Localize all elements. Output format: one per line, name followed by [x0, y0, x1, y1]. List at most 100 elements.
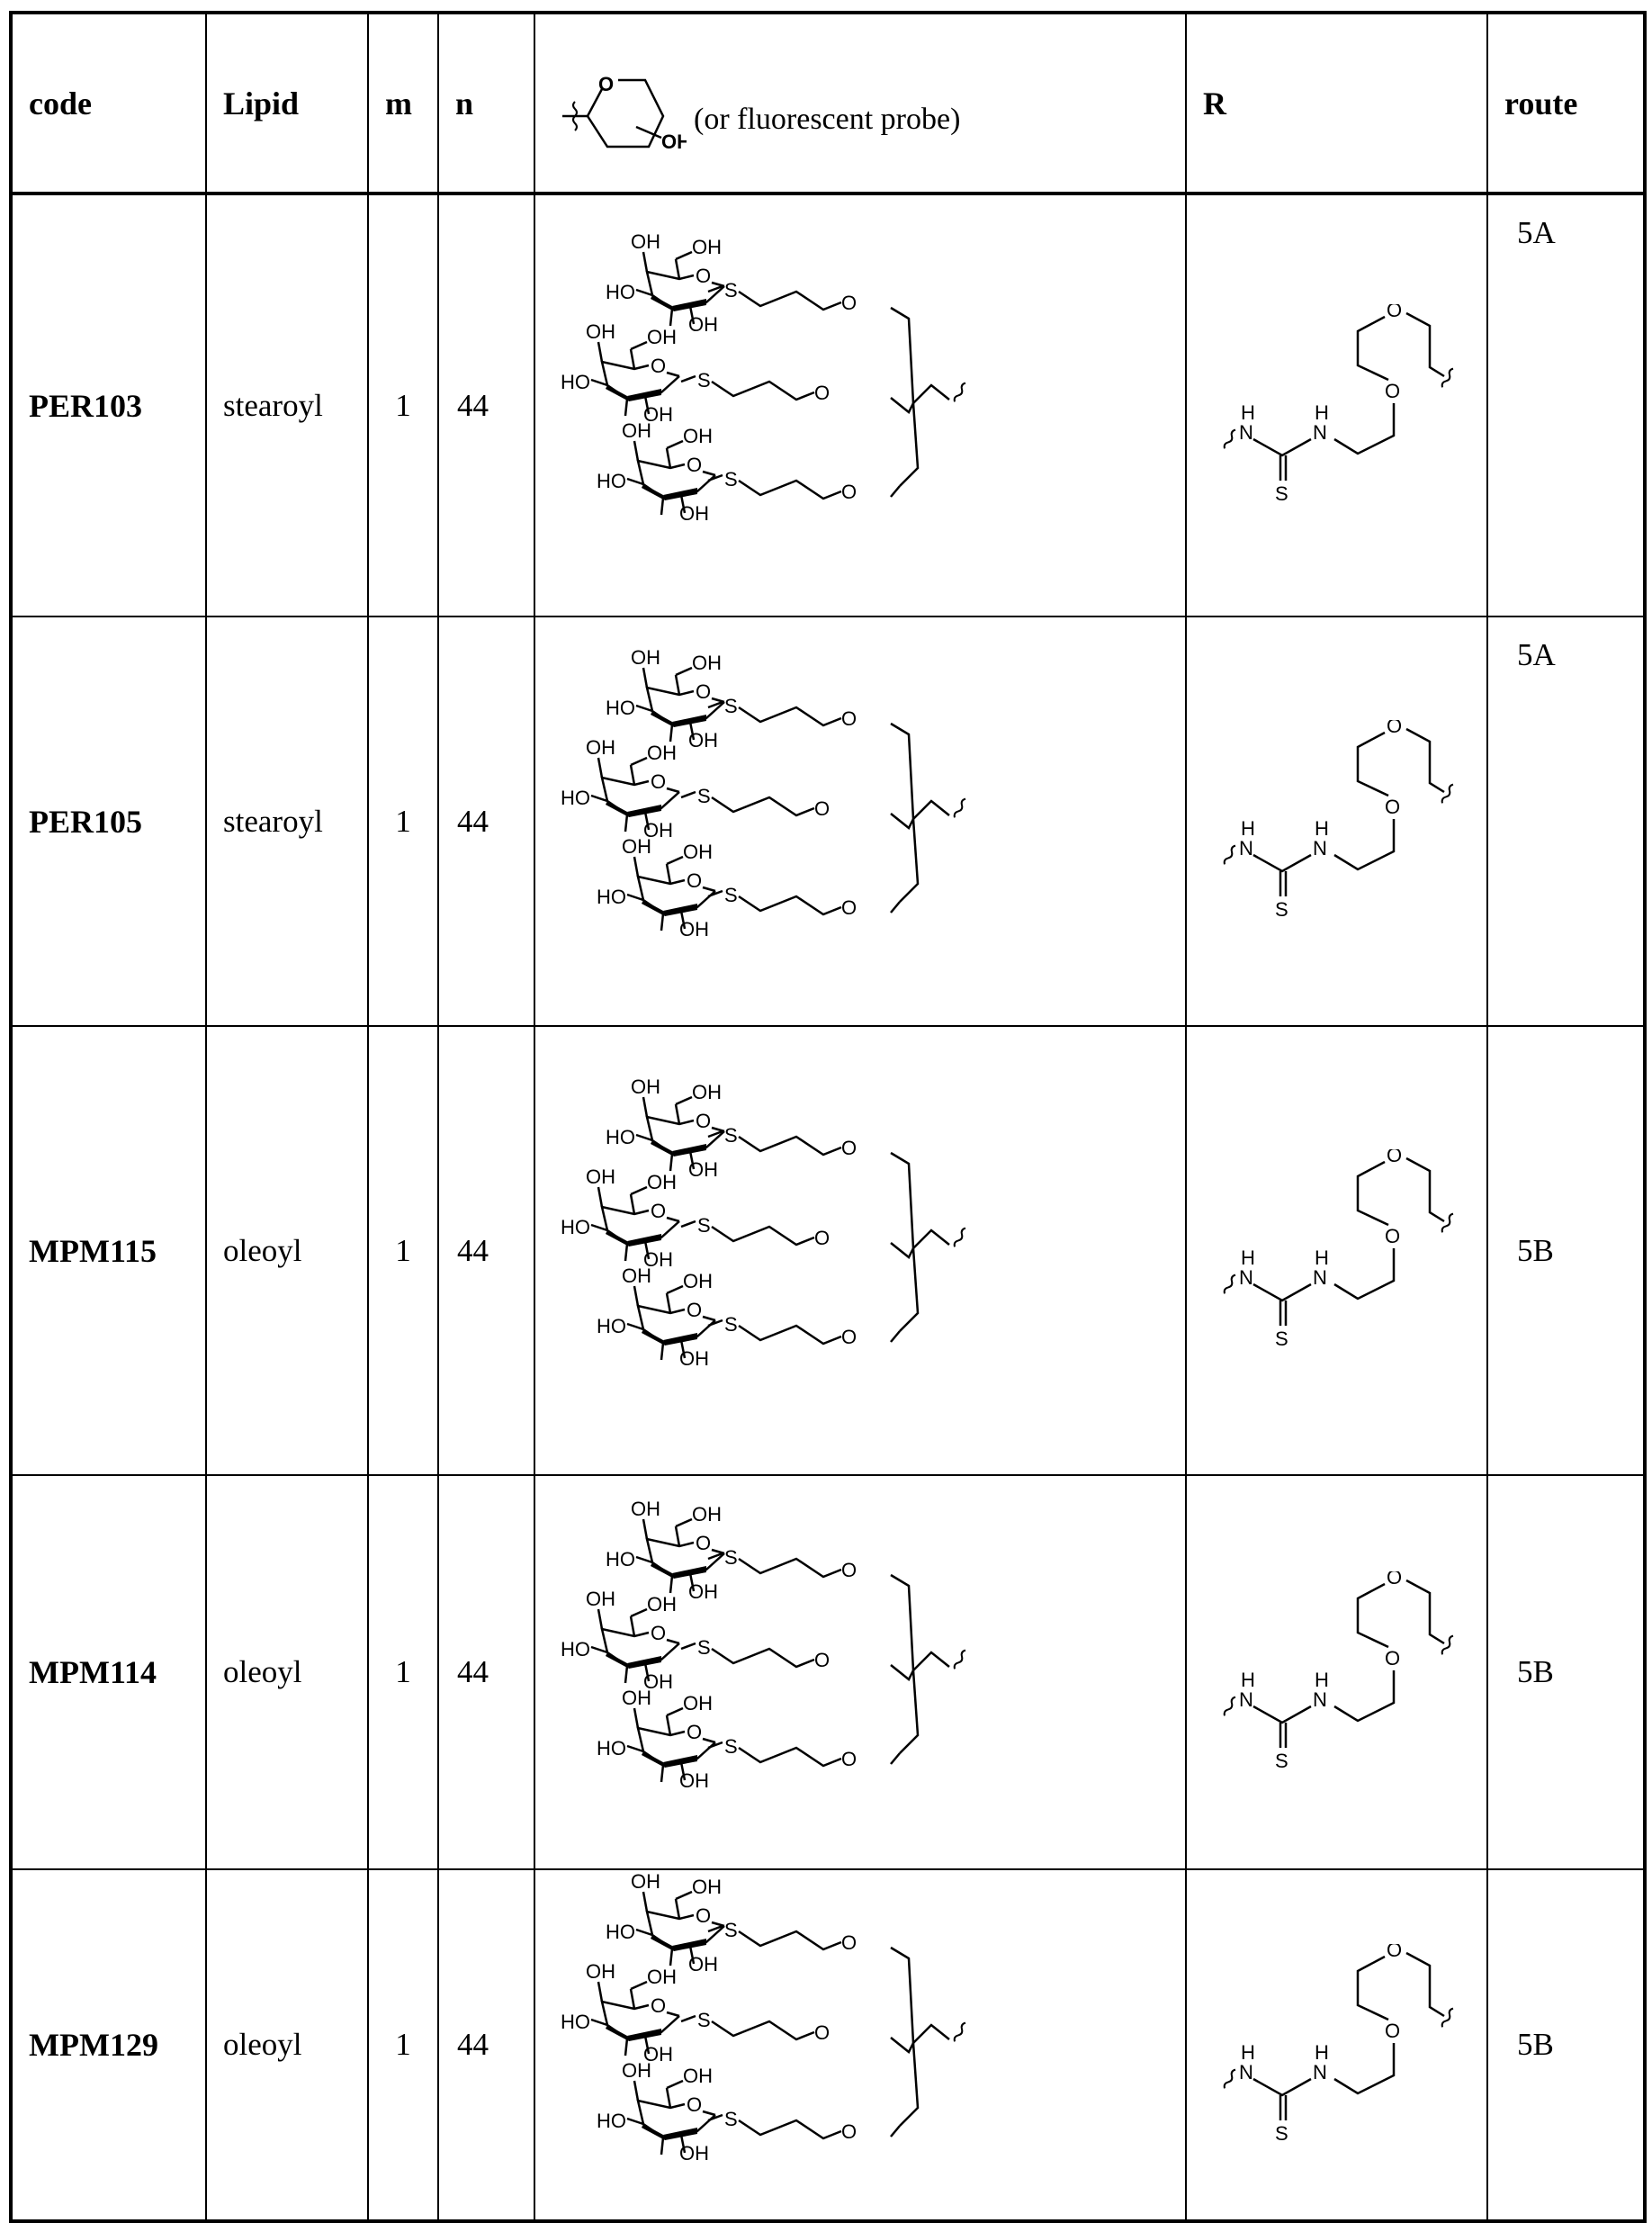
header-lipid: Lipid — [205, 11, 369, 195]
svg-text:N: N — [1313, 2061, 1327, 2084]
svg-text:H: H — [1315, 2041, 1329, 2064]
svg-text:S: S — [724, 2108, 738, 2130]
svg-text:OH: OH — [692, 1081, 722, 1103]
svg-text:N: N — [1239, 1266, 1253, 1289]
svg-text:OH: OH — [631, 1499, 660, 1520]
svg-text:S: S — [1275, 482, 1288, 502]
header-route: route — [1486, 11, 1646, 195]
svg-text:OH: OH — [683, 425, 713, 447]
cell-code: MPM129 — [10, 1868, 207, 2222]
svg-text:HO: HO — [597, 1315, 626, 1337]
svg-text:N: N — [1239, 837, 1253, 860]
svg-text:O: O — [1387, 1149, 1402, 1166]
svg-text:S: S — [724, 1313, 738, 1336]
svg-text:O: O — [651, 770, 666, 793]
svg-text:O: O — [651, 1622, 666, 1644]
header-code: code — [10, 11, 207, 195]
svg-text:OH: OH — [586, 1166, 615, 1188]
svg-text:O: O — [814, 2021, 830, 2044]
svg-text:OH: OH — [683, 2065, 713, 2087]
cell-lipid: stearoyl — [205, 616, 369, 1027]
svg-text:O: O — [687, 454, 702, 476]
cell-code: MPM114 — [10, 1474, 207, 1870]
svg-text:O: O — [696, 265, 711, 287]
svg-text:O: O — [841, 481, 857, 503]
svg-text:O: O — [814, 797, 830, 820]
svg-text:S: S — [1275, 1750, 1288, 1769]
svg-text:S: S — [724, 468, 738, 490]
svg-text:S: S — [1275, 898, 1288, 918]
compound-table: code Lipid m n O OH (or fluorescent prob… — [9, 11, 1647, 2223]
svg-text:O: O — [687, 1721, 702, 1743]
cell-code: MPM115 — [10, 1025, 207, 1476]
svg-text:S: S — [1275, 1328, 1288, 1347]
svg-text:O: O — [841, 1559, 857, 1581]
svg-text:HO: HO — [561, 2011, 590, 2033]
svg-text:HO: HO — [561, 787, 590, 809]
svg-text:OH: OH — [692, 236, 722, 258]
svg-text:O: O — [1385, 1647, 1400, 1670]
header-n: n — [437, 11, 535, 195]
svg-text:OH: OH — [622, 419, 651, 442]
svg-text:OH: OH — [631, 648, 660, 669]
svg-text:HO: HO — [606, 281, 635, 303]
svg-text:OH: OH — [631, 232, 660, 253]
cell-route: 5A — [1486, 193, 1646, 617]
svg-text:H: H — [1241, 1669, 1255, 1691]
svg-text:N: N — [1313, 1688, 1327, 1711]
svg-text:O: O — [696, 1110, 711, 1132]
cell-route: 5B — [1486, 1025, 1646, 1476]
svg-text:S: S — [724, 1919, 738, 1941]
svg-text:N: N — [1313, 1266, 1327, 1289]
svg-text:H: H — [1241, 1246, 1255, 1269]
cell-code: PER105 — [10, 616, 207, 1027]
svg-text:H: H — [1315, 1669, 1329, 1691]
cell-n: 44 — [437, 616, 535, 1027]
cell-lipid: oleoyl — [205, 1474, 369, 1870]
svg-text:O: O — [651, 1200, 666, 1222]
svg-text:OH: OH — [586, 1960, 615, 1983]
svg-text:O: O — [1387, 304, 1402, 321]
svg-text:O: O — [841, 896, 857, 919]
header-r: R — [1185, 11, 1488, 195]
svg-text:O: O — [841, 1137, 857, 1159]
cell-n: 44 — [437, 1025, 535, 1476]
svg-text:OH: OH — [647, 326, 677, 348]
cell-lipid: oleoyl — [205, 1868, 369, 2222]
svg-text:S: S — [697, 369, 711, 392]
svg-text:H: H — [1241, 817, 1255, 840]
svg-text:OH: OH — [622, 2059, 651, 2082]
cell-m: 1 — [367, 1868, 439, 2222]
svg-text:O: O — [1385, 796, 1400, 818]
cell-m: 1 — [367, 193, 439, 617]
svg-text:O: O — [1387, 1944, 1402, 1961]
svg-text:O: O — [651, 355, 666, 377]
structure-header-note: (or fluorescent probe) — [694, 102, 961, 136]
svg-text:S: S — [724, 279, 738, 302]
svg-text:OH: OH — [622, 1264, 651, 1287]
cell-route: 5B — [1486, 1868, 1646, 2222]
svg-text:O: O — [651, 1994, 666, 2017]
svg-text:N: N — [1239, 1688, 1253, 1711]
cell-lipid: stearoyl — [205, 193, 369, 617]
svg-text:S: S — [724, 1546, 738, 1569]
svg-text:O: O — [696, 680, 711, 703]
tetrahydropyran-oh-icon: O OH — [562, 73, 687, 153]
svg-text:OH: OH — [647, 1966, 677, 1988]
svg-text:N: N — [1239, 421, 1253, 444]
